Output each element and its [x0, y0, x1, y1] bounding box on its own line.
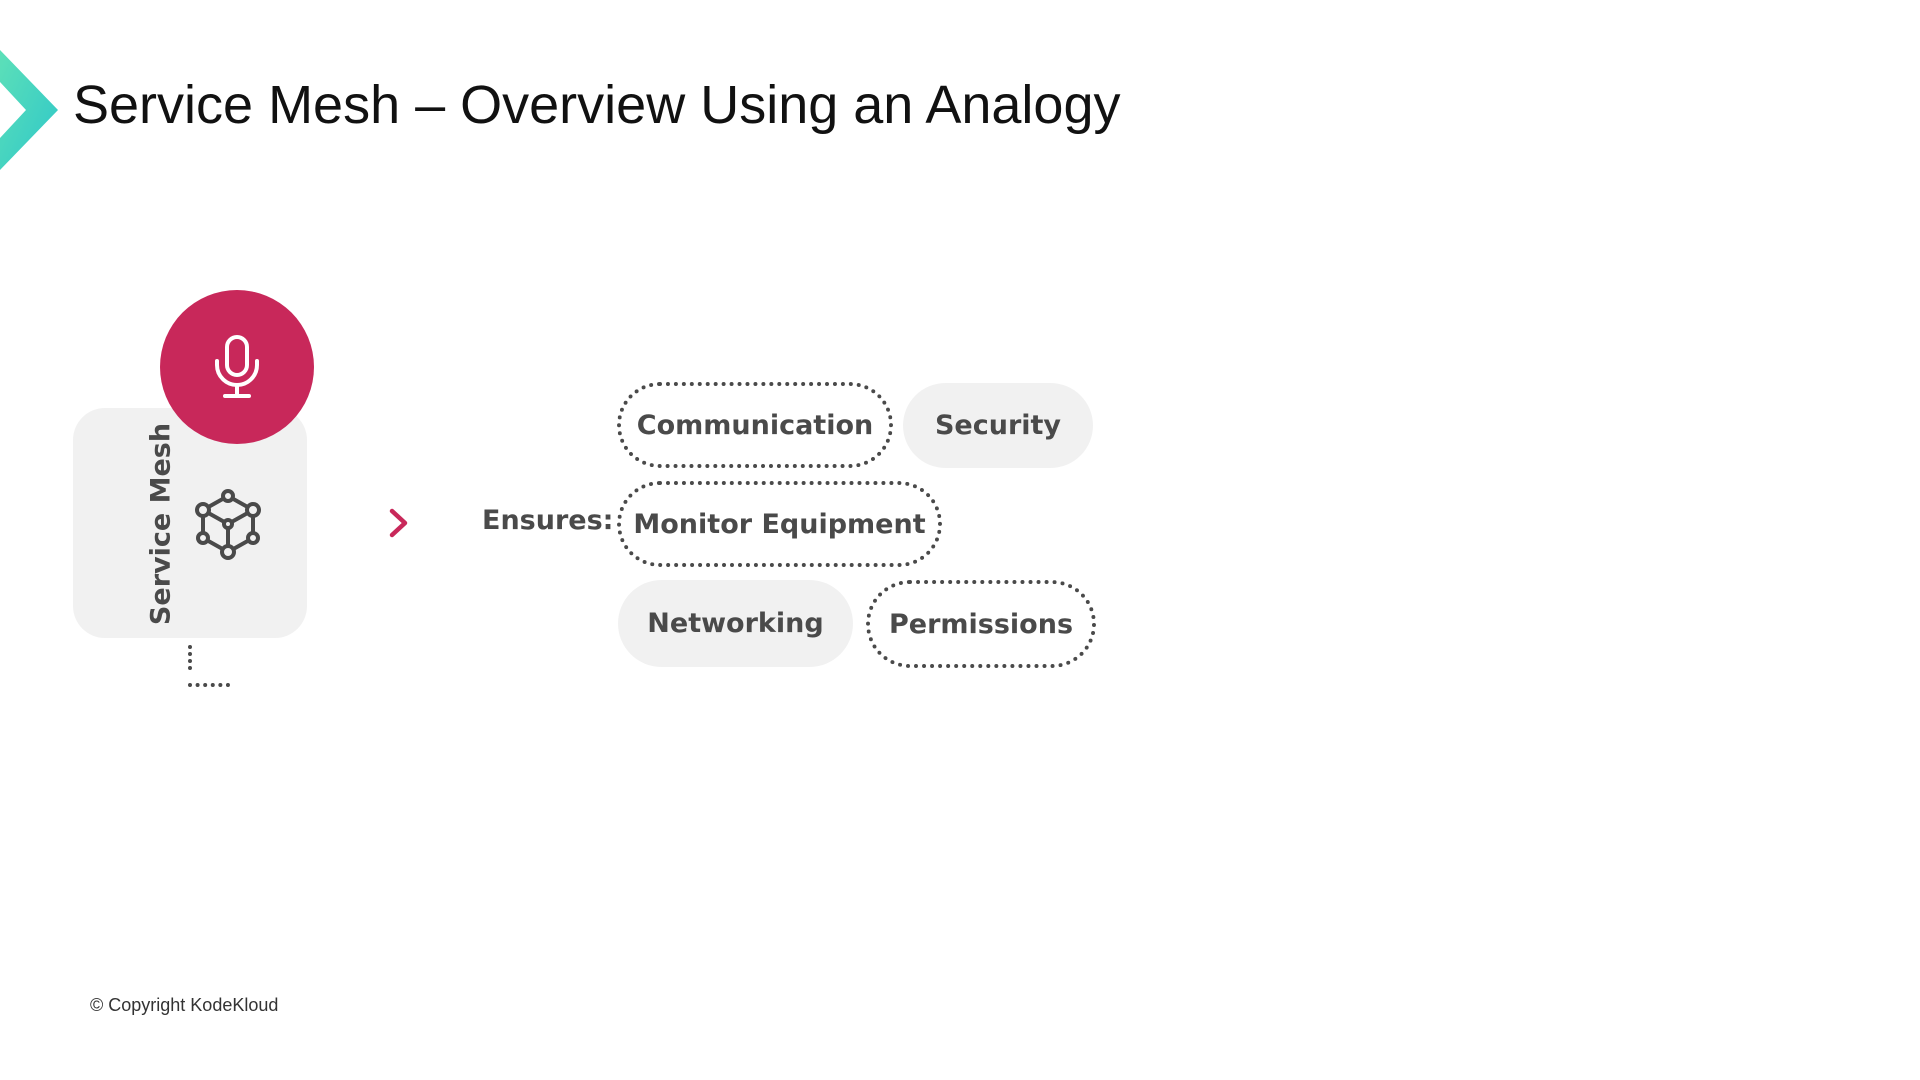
- connector-horizontal: [188, 683, 230, 687]
- page-title: Service Mesh – Overview Using an Analogy: [73, 75, 1121, 135]
- pill-communication: Communication: [617, 382, 893, 468]
- pill-networking: Networking: [618, 580, 853, 667]
- kodekloud-logo-chevron-icon: [0, 50, 58, 170]
- connector-vertical: [188, 645, 192, 670]
- copyright-footer: © Copyright KodeKloud: [90, 995, 279, 1015]
- ensures-label: Ensures:: [482, 505, 614, 536]
- chevron-right-icon: [389, 508, 408, 538]
- network-cube-icon: [195, 489, 261, 560]
- service-mesh-card: [73, 408, 307, 638]
- pill-permissions: Permissions: [866, 580, 1096, 668]
- microphone-icon: [215, 335, 259, 398]
- service-mesh-label: Service Mesh: [145, 422, 177, 626]
- microphone-badge: [160, 290, 314, 444]
- pill-security: Security: [903, 383, 1093, 468]
- pill-monitor-equipment: Monitor Equipment: [617, 481, 942, 567]
